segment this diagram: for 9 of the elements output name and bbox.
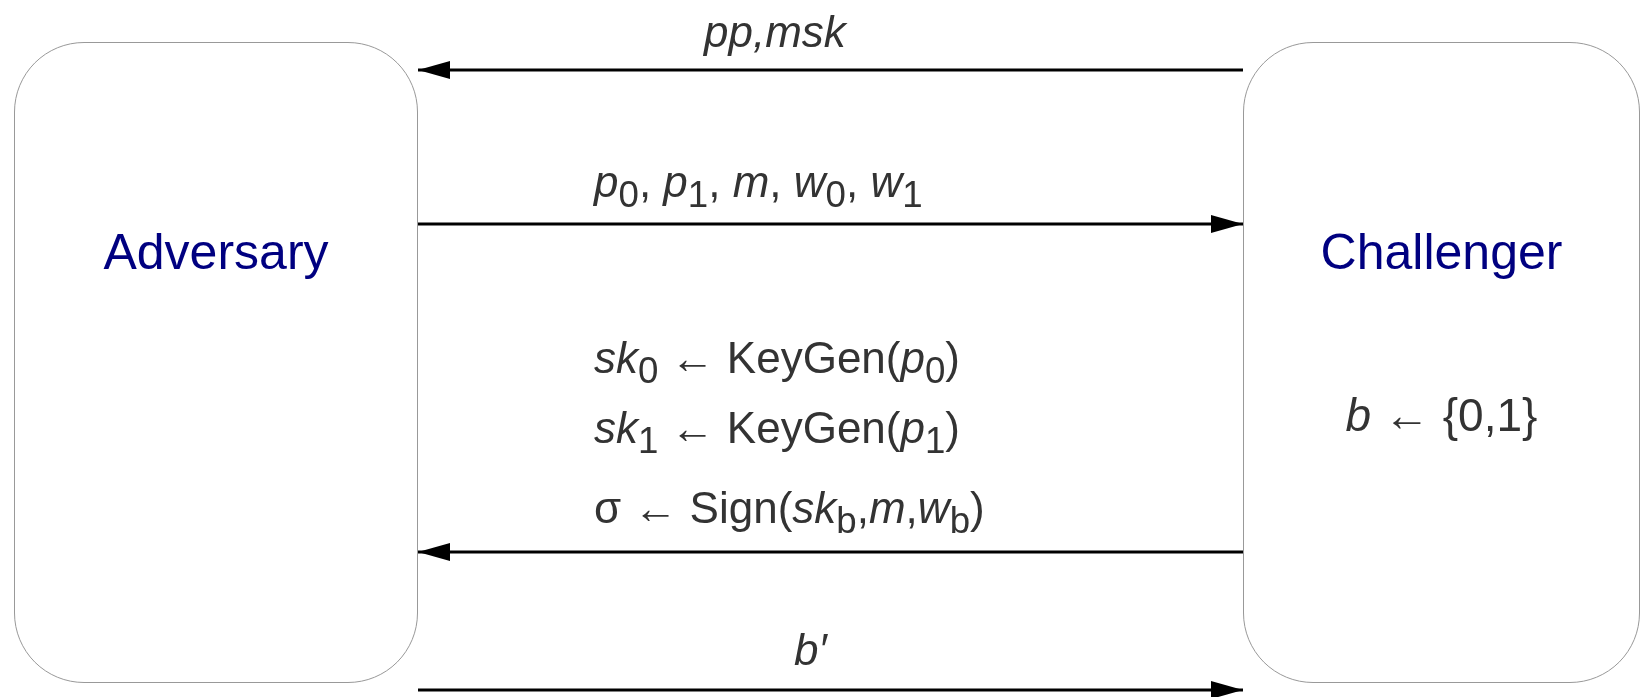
assignment-text: b ← {0,1} bbox=[1345, 389, 1538, 441]
arrow bbox=[418, 215, 1243, 233]
arrow bbox=[418, 543, 1243, 561]
participant-name: Challenger bbox=[1320, 224, 1563, 280]
arrow bbox=[418, 61, 1243, 79]
participant-box bbox=[14, 42, 418, 683]
arrow bbox=[418, 681, 1243, 697]
participant-name: Adversary bbox=[103, 224, 329, 280]
participant-box bbox=[1243, 42, 1640, 683]
